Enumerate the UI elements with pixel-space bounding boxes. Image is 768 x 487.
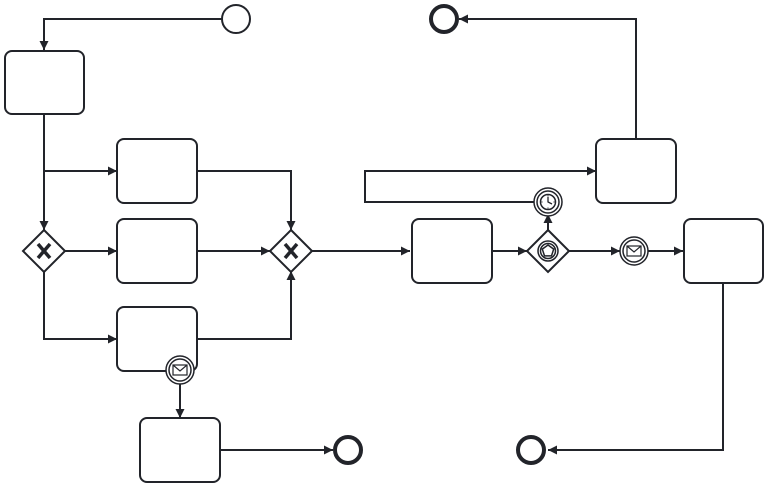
- end-event-top[interactable]: [429, 4, 459, 34]
- task-5[interactable]: [139, 417, 221, 483]
- end-event-bottom-right[interactable]: [516, 435, 546, 465]
- pentagon-icon: [541, 244, 555, 257]
- envelope-icon: [626, 245, 642, 257]
- task-4[interactable]: [116, 306, 198, 372]
- start-event[interactable]: [221, 4, 251, 34]
- sequence-flows: [39, 14, 724, 455]
- task-7[interactable]: [595, 138, 677, 204]
- flow-task-7-to-end-top[interactable]: [459, 14, 637, 138]
- envelope-icon: [172, 364, 188, 376]
- x-icon: [36, 242, 52, 260]
- end-event-bottom-left[interactable]: [333, 435, 363, 465]
- message-catch-event[interactable]: [619, 236, 649, 266]
- task-6[interactable]: [411, 218, 493, 284]
- gateway-merge[interactable]: [268, 228, 314, 274]
- timer-catch-event[interactable]: [533, 187, 563, 217]
- flow-task-8-to-end[interactable]: [548, 283, 724, 455]
- task-1[interactable]: [4, 50, 85, 115]
- gateway-split[interactable]: [21, 228, 67, 274]
- clock-icon: [539, 193, 557, 211]
- x-icon: [283, 242, 299, 260]
- task-2[interactable]: [116, 138, 198, 204]
- flow-timer-to-task-7: [364, 166, 596, 203]
- gateway-event[interactable]: [525, 228, 571, 274]
- flow-start-to-task-1[interactable]: [39, 18, 222, 50]
- flow-task-4-to-gateway-merge[interactable]: [197, 271, 296, 340]
- message-boundary-event[interactable]: [165, 355, 195, 385]
- task-8[interactable]: [683, 218, 764, 284]
- flow-gateway-to-task-4[interactable]: [43, 271, 117, 344]
- flow-task-2-to-gateway-merge[interactable]: [197, 170, 296, 230]
- task-3[interactable]: [116, 218, 198, 284]
